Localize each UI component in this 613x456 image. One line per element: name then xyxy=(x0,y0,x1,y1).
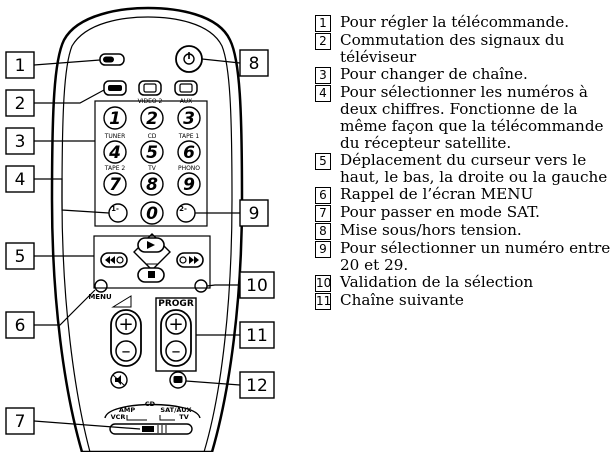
cursor-pad xyxy=(100,233,204,283)
legend-num: 10 xyxy=(315,275,332,292)
label-cd: CD xyxy=(148,133,157,140)
legend-text: Pour passer en mode SAT. xyxy=(340,203,541,221)
legend-num: 6 xyxy=(315,187,331,204)
mute-button xyxy=(110,371,128,389)
digit-7: 7 xyxy=(109,175,121,195)
legend-num: 4 xyxy=(315,85,331,102)
leader-lines xyxy=(33,58,241,430)
callout-8: 8 xyxy=(249,54,260,74)
callout-12: 12 xyxy=(246,376,268,396)
keypad-group-outline xyxy=(94,100,208,227)
legend-num: 2 xyxy=(315,33,331,50)
callout-4: 4 xyxy=(15,170,26,190)
cursor-group-outline xyxy=(93,235,211,289)
legend-text: Pour sélectionner les numéros à deux chi… xyxy=(340,83,604,152)
label-tape1: TAPE 1 xyxy=(178,133,200,140)
digit-4: 4 xyxy=(108,143,121,163)
volume-minus: – xyxy=(122,341,131,362)
volume-rocker: + – xyxy=(110,295,142,367)
legend-num: 5 xyxy=(315,153,331,170)
mode-cd: CD xyxy=(145,400,156,408)
label-phono: PHONO xyxy=(178,165,200,172)
power-button xyxy=(175,45,203,73)
callout-6: 6 xyxy=(15,316,26,336)
legend-item: 7 Pour passer en mode SAT. xyxy=(315,204,611,222)
progr-minus: – xyxy=(172,341,181,362)
legend-text: Chaîne suivante xyxy=(340,291,464,309)
legend-item: 1 Pour régler la télécommande. xyxy=(315,14,611,32)
legend-text: Validation de la sélection xyxy=(340,273,534,291)
mode-sataux: SAT/AUX xyxy=(160,406,191,414)
legend-item: 11 Chaîne suivante xyxy=(315,292,611,310)
legend-num: 3 xyxy=(315,67,331,84)
display-button xyxy=(169,371,187,389)
digit-5: 5 xyxy=(146,143,158,163)
legend-item: 10 Validation de la sélection xyxy=(315,274,611,292)
remote-control-figure: VIDEO 2 AUX 1 2 3 4 5 6 7 8 9 0 TUNER CD… xyxy=(0,0,300,454)
digit-3: 3 xyxy=(183,109,195,129)
legend-text: Mise sous/hors tension. xyxy=(340,221,522,239)
legend-text: Déplacement du curseur vers le haut, le … xyxy=(340,151,608,186)
legend-item: 8 Mise sous/hors tension. xyxy=(315,222,611,240)
callout-1: 1 xyxy=(15,56,26,76)
label-tv: TV xyxy=(147,165,157,172)
mode-vcr: VCR xyxy=(111,413,126,421)
menu-label: MENU xyxy=(88,293,112,301)
two-dash-button: 2- xyxy=(176,203,196,223)
legend-num: 1 xyxy=(315,15,331,32)
progr-label: PROGR xyxy=(158,299,194,309)
keypad-labels: TUNER CD TAPE 1 TAPE 2 TV PHONO xyxy=(104,133,201,172)
number-keypad: 1 2 3 4 5 6 7 8 9 0 xyxy=(103,106,201,225)
legend-item: 2 Commutation des signaux du téléviseur xyxy=(315,32,611,66)
mode-selector: AMP CD SAT/AUX VCR TV xyxy=(104,400,201,435)
legend-item: 3 Pour changer de chaîne. xyxy=(315,66,611,84)
callout-9: 9 xyxy=(249,204,260,224)
ok-button xyxy=(194,279,208,293)
mode-amp: AMP xyxy=(119,406,135,414)
legend-text: Rappel de l’écran MENU xyxy=(340,185,534,203)
callout-legend: 1 Pour régler la télécommande. 2 Commutati… xyxy=(315,14,611,310)
callout-3: 3 xyxy=(15,132,26,152)
program-rocker: PROGR + – xyxy=(158,299,194,367)
callout-10: 10 xyxy=(246,276,268,296)
legend-text: Pour changer de chaîne. xyxy=(340,65,528,83)
callout-11: 11 xyxy=(246,326,268,346)
mode-tv: TV xyxy=(179,413,188,421)
digit-2: 2 xyxy=(146,109,158,129)
digit-9: 9 xyxy=(183,175,195,195)
label-tape2: TAPE 2 xyxy=(104,165,126,172)
legend-text: Commutation des signaux du téléviseur xyxy=(340,31,565,66)
legend-num: 7 xyxy=(315,205,331,222)
legend-item: 5 Déplacement du curseur vers le haut, le… xyxy=(315,152,611,186)
legend-num: 9 xyxy=(315,241,331,258)
setup-switch xyxy=(99,53,125,66)
digit-8: 8 xyxy=(146,175,158,195)
legend-num: 11 xyxy=(315,293,332,310)
legend-item: 6 Rappel de l’écran MENU xyxy=(315,186,611,204)
legend-num: 8 xyxy=(315,223,331,240)
legend-text: Pour sélectionner un numéro entre 20 et … xyxy=(340,239,611,274)
digit-0: 0 xyxy=(146,204,158,224)
legend-item: 9 Pour sélectionner un numéro entre 20 et… xyxy=(315,240,611,274)
callout-2: 2 xyxy=(15,94,26,114)
legend-text: Pour régler la télécommande. xyxy=(340,13,570,31)
one-dash-button: 1- xyxy=(108,203,128,223)
callout-5: 5 xyxy=(15,247,26,267)
remote-body xyxy=(50,6,244,454)
menu-button xyxy=(94,279,108,293)
label-tuner: TUNER xyxy=(104,133,126,140)
callout-7: 7 xyxy=(15,412,26,432)
volume-plus: + xyxy=(118,314,133,335)
digit-6: 6 xyxy=(183,143,195,163)
svg-text:1-: 1- xyxy=(111,205,119,213)
svg-text:2-: 2- xyxy=(179,205,187,213)
progr-plus: + xyxy=(168,314,183,335)
legend-item: 4 Pour sélectionner les numéros à deux ch… xyxy=(315,84,611,152)
digit-1: 1 xyxy=(109,109,121,129)
